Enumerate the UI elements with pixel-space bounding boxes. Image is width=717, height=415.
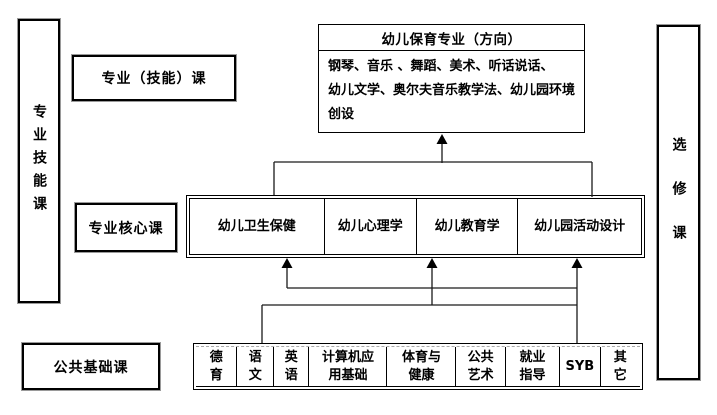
basic-course-line: 文 [248,367,262,383]
basic-course-line: SYB [565,358,595,374]
basic-course-cell: 公共艺术 [456,347,506,386]
connector-basic-to-core [261,258,583,343]
basic-course-cell: 就业指导 [506,347,561,386]
basic-course-cell: 其它 [601,347,640,386]
arrow-up-icon [426,258,438,268]
skill-courses-label: 专业（技能）课 [101,71,207,87]
major-direction-title: 幼儿保育专业（方向） [319,25,584,51]
basic-course-line: 艺术 [467,367,494,383]
major-direction-box: 幼儿保育专业（方向） 钢琴、音乐 、舞蹈、美术、听话说话、 幼儿文学、奥尔夫音乐… [318,24,585,133]
major-direction-course-list: 钢琴、音乐 、舞蹈、美术、听话说话、 幼儿文学、奥尔夫音乐教学法、幼儿园环境 创… [319,51,584,127]
basic-course-cell: 体育与健康 [387,347,457,386]
left-column-box-professional-skill-courses: 专业技能课 [18,19,60,303]
basic-course-line: 语 [284,367,298,383]
basic-course-line: 其 [613,349,627,365]
basic-course-cell: 德育 [196,347,238,386]
core-courses-row: 幼儿卫生保健幼儿心理学幼儿教育学幼儿园活动设计 [186,195,645,258]
connector-core-to-major [273,134,593,197]
arrow-up-icon [281,258,293,268]
basic-course-line: 用基础 [328,367,368,383]
course-list-line: 钢琴、音乐 、舞蹈、美术、听话说话、 [328,59,554,74]
basic-course-cell: 语文 [237,347,274,386]
basic-course-line: 语 [248,349,262,365]
right-column-label: 选修课 [670,136,687,269]
basic-course-line: 体育与 [401,349,441,365]
right-column-box-elective-courses: 选修课 [657,25,700,380]
basic-courses-label: 公共基础课 [53,359,129,376]
left-column-label: 专业技能课 [31,103,47,219]
basic-course-line: 就业 [519,349,546,365]
basic-course-line: 公共 [467,349,494,365]
basic-course-cell: 计算机应用基础 [309,347,388,386]
label-box-basic-courses: 公共基础课 [22,343,160,390]
basic-course-line: 指导 [519,367,546,383]
basic-course-line: 英 [284,349,298,365]
basic-course-line: 健康 [408,367,435,383]
basic-course-line: 它 [613,367,627,383]
core-course-cell: 幼儿心理学 [325,199,417,254]
basic-course-cell: SYB [560,347,601,386]
label-box-core-courses: 专业核心课 [75,203,177,252]
basic-course-line: 计算机应 [321,349,374,365]
course-list-line: 创设 [328,107,355,122]
label-box-skill-courses: 专业（技能）课 [72,55,236,101]
basic-course-line: 德 [209,349,223,365]
core-course-cell: 幼儿卫生保健 [190,199,325,254]
arrow-up-icon [571,258,583,268]
core-courses-label: 专业核心课 [88,220,164,237]
core-course-cell: 幼儿教育学 [417,199,519,254]
basic-course-line: 育 [209,367,223,383]
core-courses-table: 幼儿卫生保健幼儿心理学幼儿教育学幼儿园活动设计 [189,198,642,255]
core-course-cell: 幼儿园活动设计 [534,218,626,234]
arrow-up-icon [436,134,448,144]
course-list-line: 幼儿文学、奥尔夫音乐教学法、幼儿园环境 [328,83,576,98]
basic-course-cell: 英语 [274,347,310,386]
